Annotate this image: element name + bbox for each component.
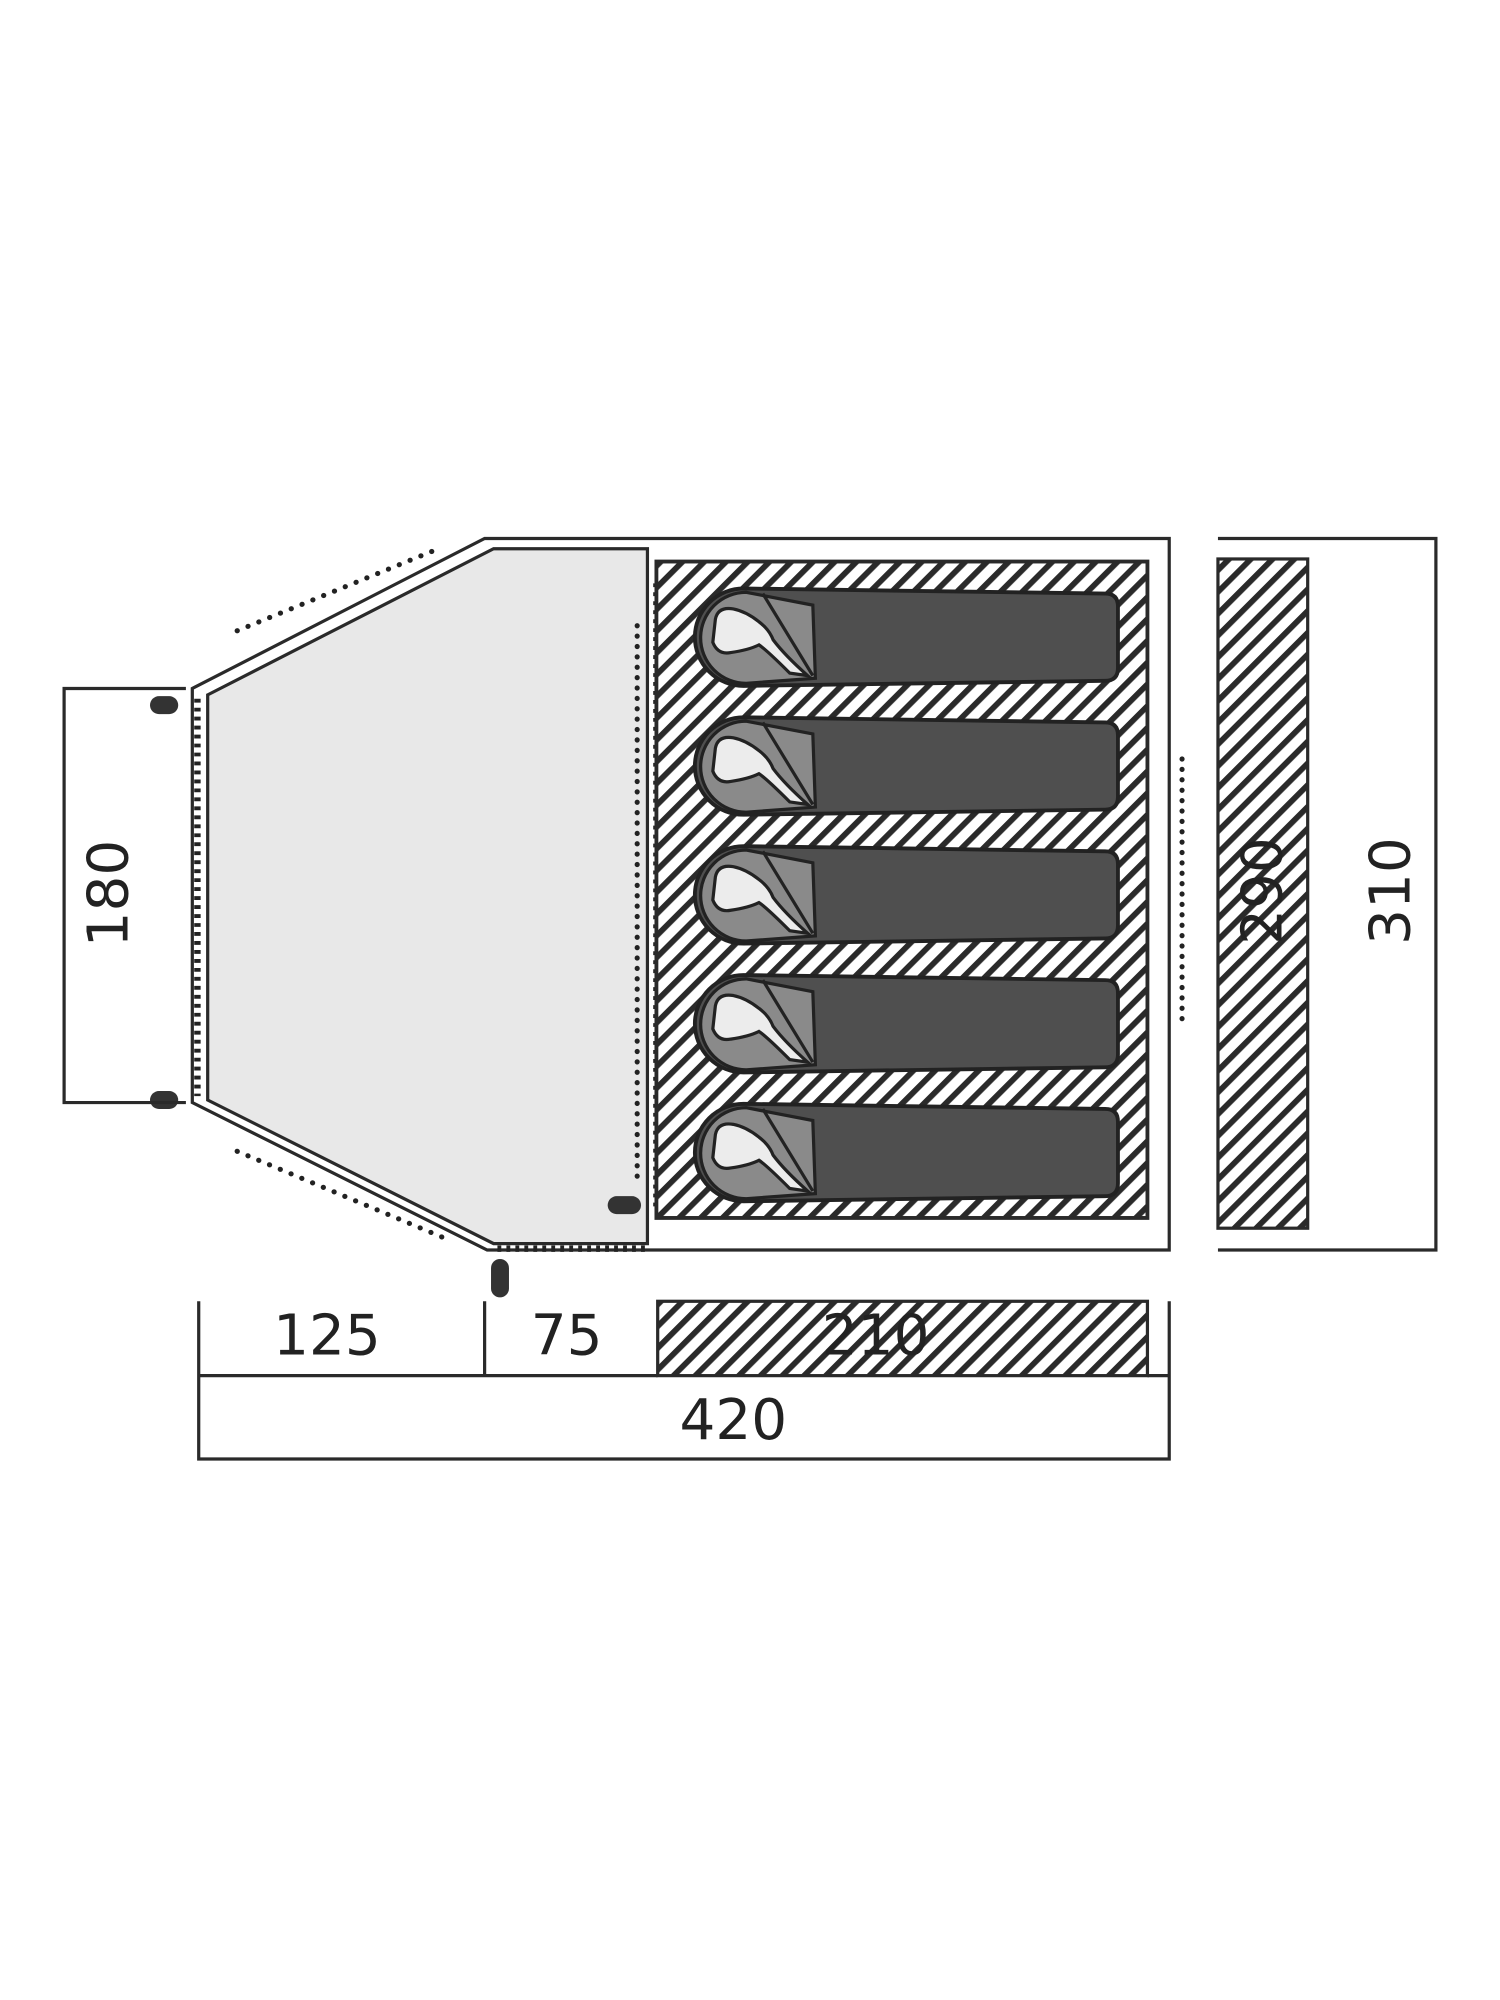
front-width-bracket [62,686,186,1105]
dim-vestibule-straight: 75 [531,1303,603,1368]
dim-total-width: 310 [1359,837,1424,945]
door-zip-top [234,546,442,634]
length-bracket [197,1301,1171,1461]
peg-icon [607,1196,642,1215]
dim-inner-depth: 210 [822,1303,930,1368]
peg-icon [150,1091,179,1109]
sleeping-bag-icon [693,1101,1120,1204]
sleeping-bag-icon [693,844,1120,946]
outer-fly-outline [190,536,1171,1252]
dim-inner-width: 290 [1230,837,1295,945]
inner-depth-hatch [656,1299,1150,1378]
door-zip-bottom [234,1148,445,1240]
peg-icon [491,1258,509,1298]
sleeping-bag-icon [693,586,1120,688]
vestibule-floor [206,547,650,1246]
dim-vestibule-taper: 125 [273,1303,381,1368]
sleeping-bag-icon [693,715,1120,817]
dim-total-length: 420 [679,1388,787,1453]
dim-front-width: 180 [76,840,141,948]
total-width-bracket [1217,536,1438,1252]
inner-width-hatch [1216,557,1310,1230]
sleeping-bag-icon [693,973,1120,1075]
peg-icon [150,696,179,715]
